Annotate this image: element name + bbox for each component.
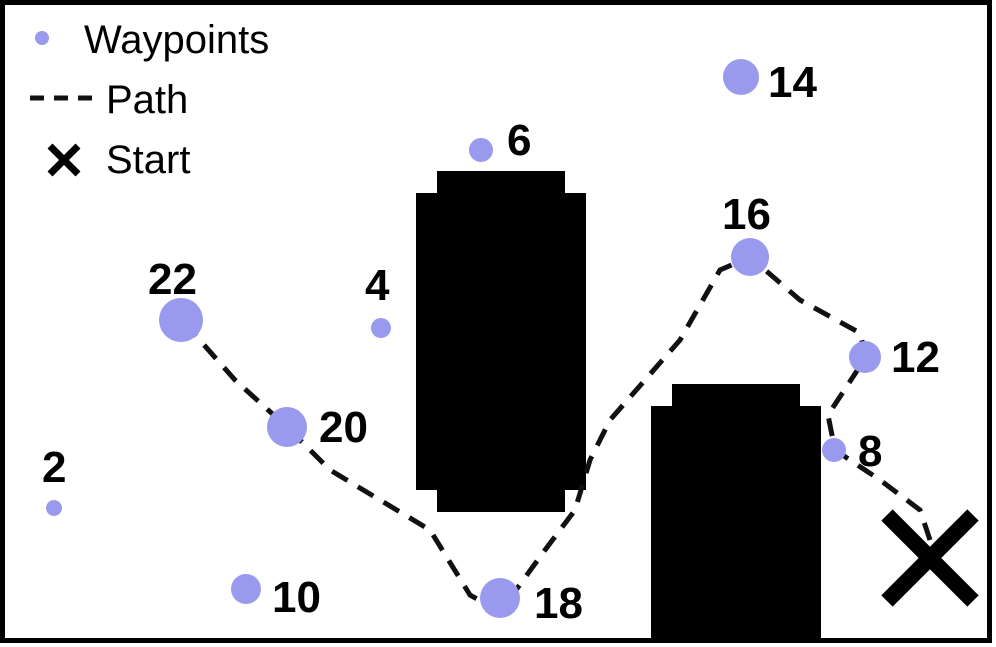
waypoint-20 <box>267 407 307 447</box>
start-marker <box>881 509 979 607</box>
waypoint-12 <box>849 341 881 373</box>
waypoint-label-12: 12 <box>891 333 940 382</box>
legend: Waypoints Path Start <box>30 18 269 182</box>
waypoint-10 <box>231 574 261 604</box>
waypoint-6 <box>469 138 493 162</box>
waypoint-label-18: 18 <box>534 579 583 628</box>
legend-waypoint-swatch <box>35 31 49 45</box>
legend-start-swatch <box>47 143 81 177</box>
waypoint-label-20: 20 <box>319 403 368 452</box>
waypoint-label-10: 10 <box>272 573 321 622</box>
waypoint-label-2: 2 <box>42 443 66 492</box>
waypoint-16 <box>731 238 769 276</box>
waypoint-22 <box>159 298 203 342</box>
planned-path <box>180 254 933 616</box>
waypoint-label-14: 14 <box>768 58 817 107</box>
waypoint-18 <box>480 578 520 618</box>
legend-waypoints-label: Waypoints <box>84 18 269 62</box>
waypoint-label-22: 22 <box>148 255 197 304</box>
waypoint-8 <box>822 438 846 462</box>
waypoint-label-4: 4 <box>365 261 390 310</box>
legend-path-label: Path <box>106 78 188 122</box>
waypoint-label-16: 16 <box>722 190 771 239</box>
waypoint-2 <box>46 500 62 516</box>
legend-start-label: Start <box>106 138 190 182</box>
waypoint-4 <box>371 318 391 338</box>
waypoint-14 <box>723 59 759 95</box>
obstacle-left <box>416 171 586 512</box>
obstacle-right <box>651 384 821 640</box>
waypoint-label-6: 6 <box>507 116 531 165</box>
waypoint-label-8: 8 <box>858 427 882 476</box>
